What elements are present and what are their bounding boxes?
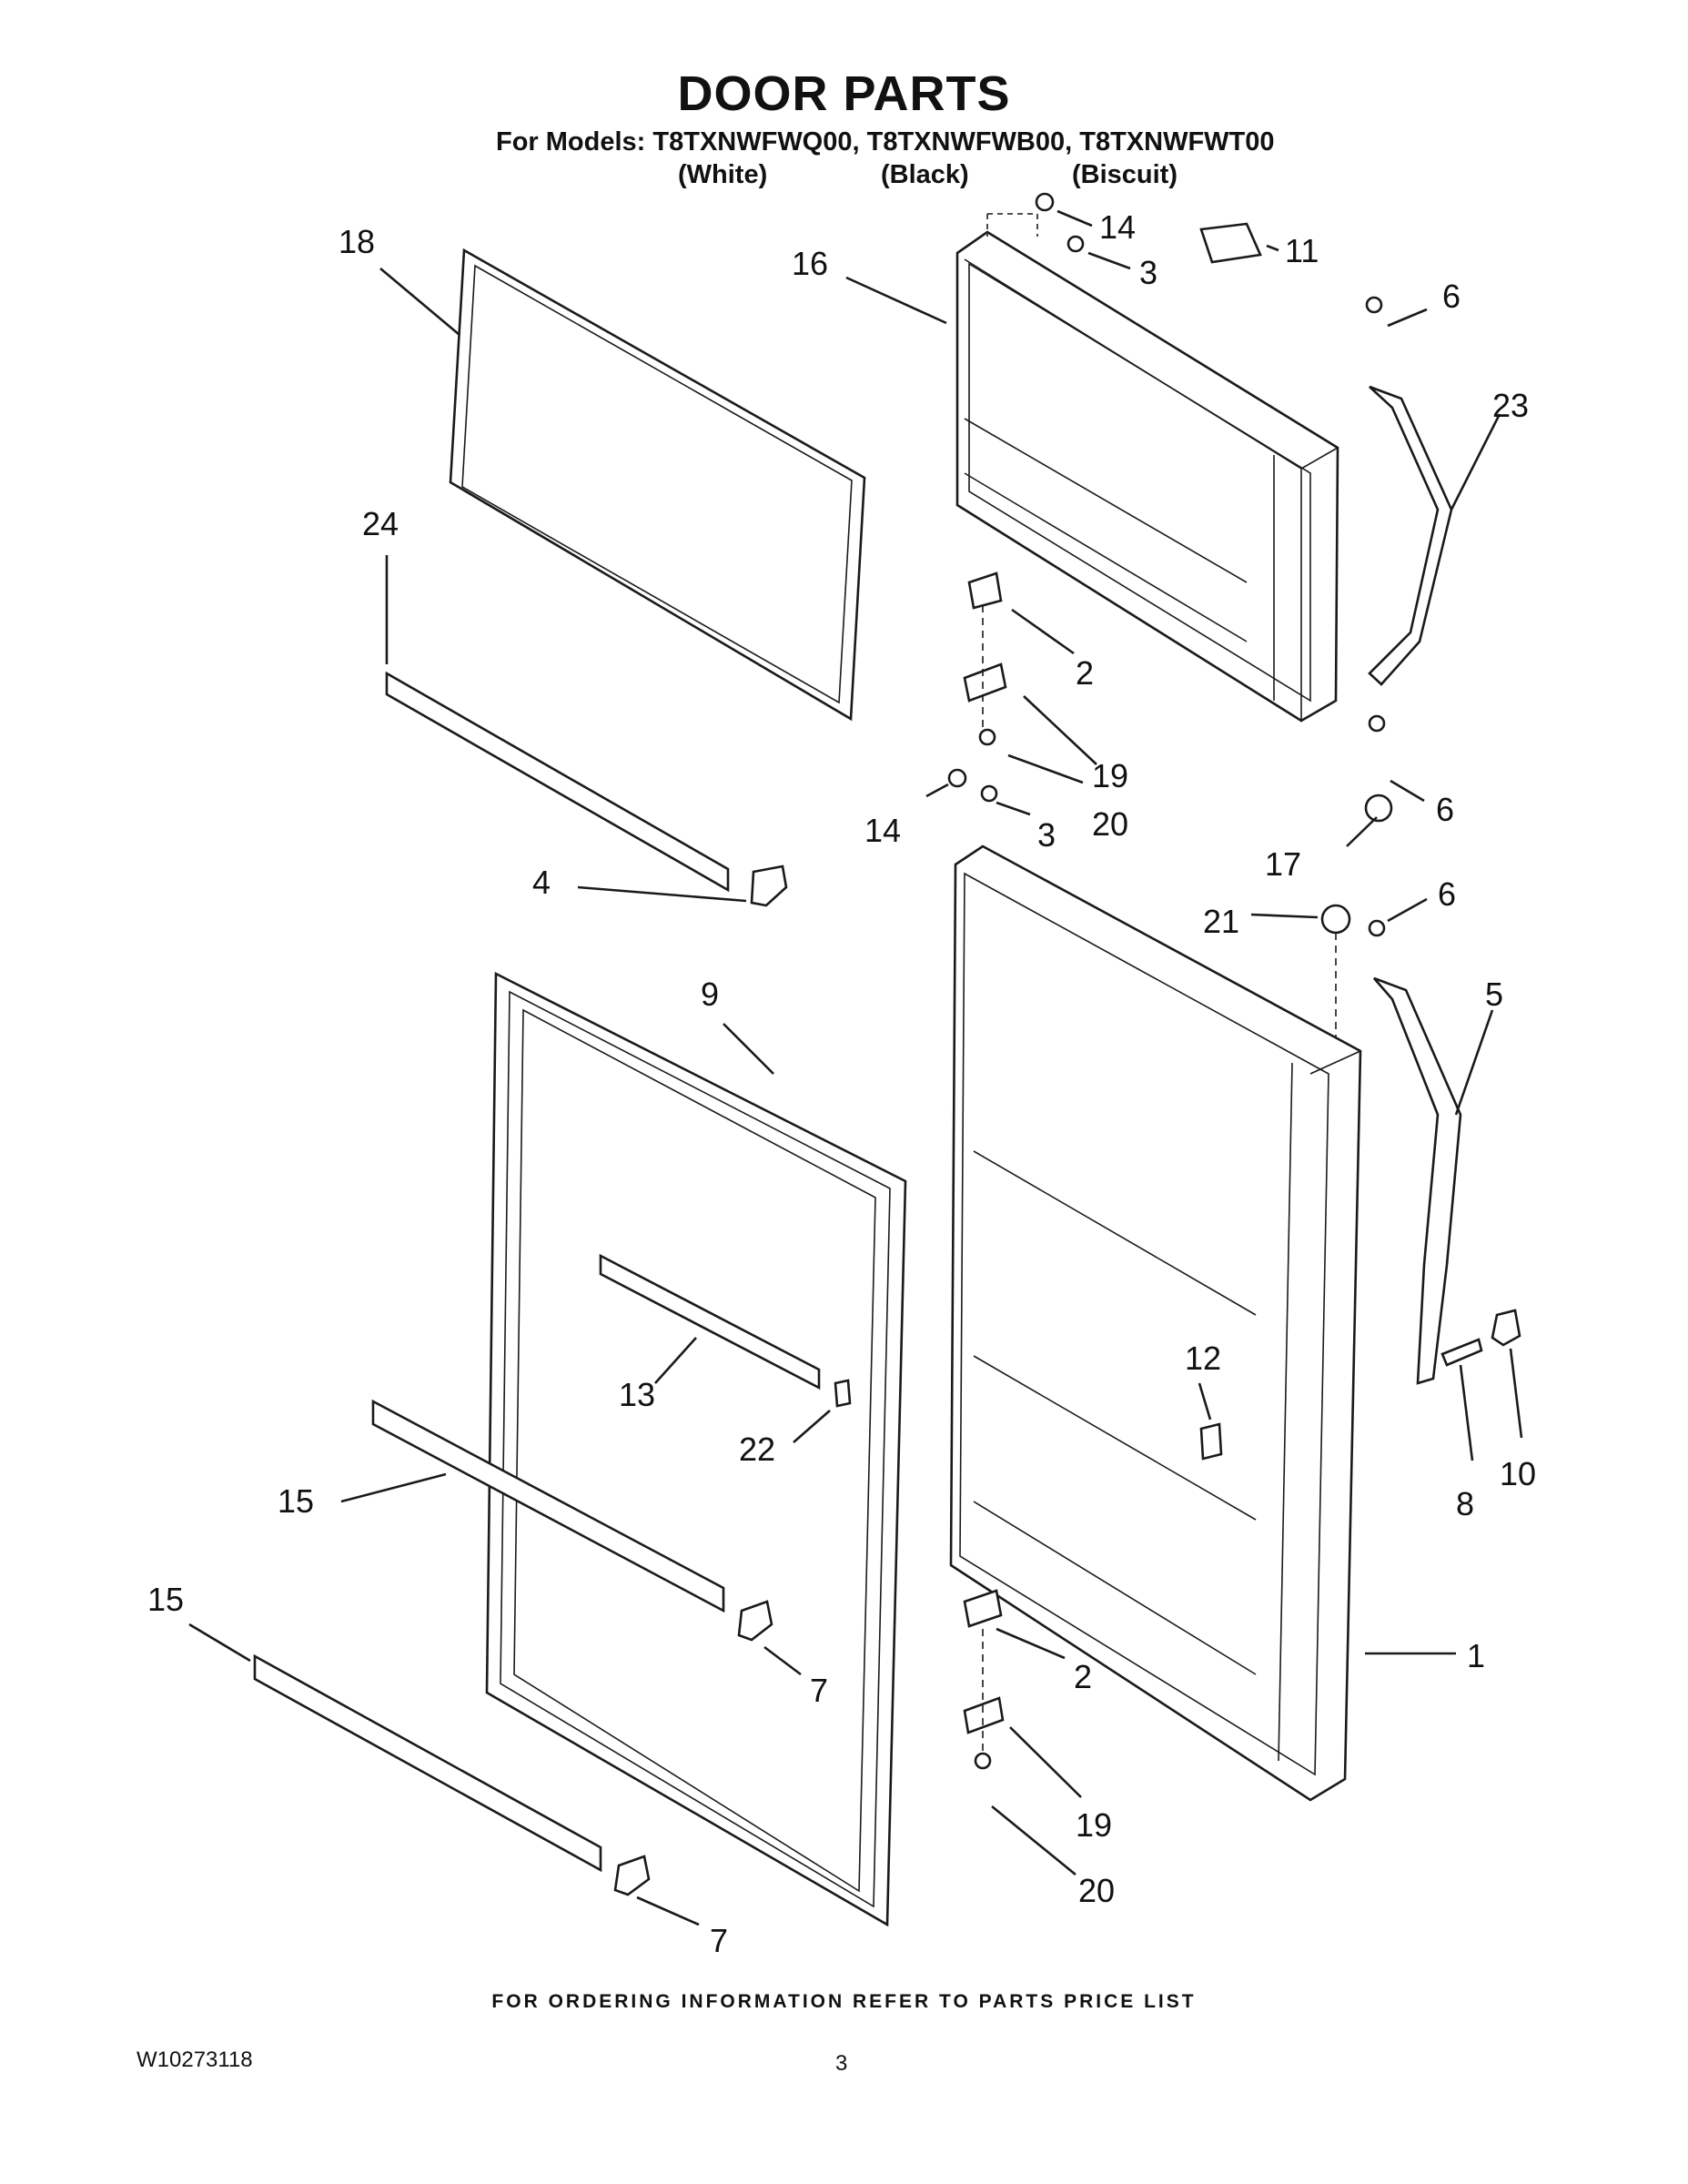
callout-labels: 18 24 4 9 13 22 15 15 7 7 16 14 3 11 6 2… <box>147 208 1536 1959</box>
callout-3-mid: 3 <box>1037 816 1056 854</box>
freezer-handle <box>1368 385 1453 686</box>
screw-and-cap <box>1440 1309 1521 1367</box>
callout-14-mid: 14 <box>864 812 901 849</box>
end-cap-top <box>750 864 788 907</box>
end-cap-7-lower <box>613 1855 651 1896</box>
clip-22 <box>834 1379 852 1408</box>
callout-21: 21 <box>1203 903 1239 940</box>
callout-1: 1 <box>1467 1637 1485 1674</box>
callout-3-top: 3 <box>1139 254 1157 291</box>
callout-15-lower: 15 <box>147 1581 184 1618</box>
callout-12: 12 <box>1185 1340 1221 1377</box>
callout-2-low: 2 <box>1074 1658 1092 1695</box>
callout-14-top: 14 <box>1099 208 1136 246</box>
callout-17: 17 <box>1265 845 1301 883</box>
callout-2-top: 2 <box>1076 654 1094 692</box>
ordering-note: FOR ORDERING INFORMATION REFER TO PARTS … <box>491 1991 1197 2012</box>
color-black: (Black) <box>881 160 969 189</box>
freezer-door <box>955 230 1339 723</box>
callout-10: 10 <box>1500 1455 1536 1492</box>
color-biscuit: (Biscuit) <box>1072 160 1178 189</box>
callout-24: 24 <box>362 505 399 542</box>
document-number: W10273118 <box>136 2048 253 2072</box>
callout-15-upper: 15 <box>278 1482 314 1520</box>
door-strip-15-upper <box>371 1399 725 1613</box>
fresh-food-door <box>949 844 1362 1802</box>
callout-4: 4 <box>532 864 551 901</box>
freezer-gasket <box>449 248 866 722</box>
models-line: For Models: T8TXNWFWQ00, T8TXNWFWB00, T8… <box>496 127 1275 157</box>
end-cap-7-upper <box>737 1600 773 1642</box>
callout-23: 23 <box>1492 387 1529 424</box>
callout-18: 18 <box>339 223 375 260</box>
callout-20-top: 20 <box>1092 805 1128 843</box>
freezer-door-strip <box>385 671 730 893</box>
callout-19-top: 19 <box>1092 757 1128 794</box>
label-11 <box>1199 222 1262 264</box>
leader-lines <box>188 209 1523 1926</box>
callout-6-low: 6 <box>1438 875 1456 913</box>
callout-20-low: 20 <box>1078 1872 1115 1909</box>
callout-19-low: 19 <box>1076 1806 1112 1844</box>
fresh-food-handle <box>1373 976 1462 1385</box>
callout-9: 9 <box>701 976 719 1013</box>
callout-5: 5 <box>1485 976 1503 1013</box>
callout-7-lower: 7 <box>710 1922 728 1959</box>
page-number: 3 <box>835 2051 848 2076</box>
color-white: (White) <box>678 160 768 189</box>
callout-7-upper: 7 <box>810 1672 828 1709</box>
small-hardware <box>947 192 1393 1770</box>
callout-13: 13 <box>619 1376 655 1413</box>
door-strip-13 <box>599 1253 821 1390</box>
page-title: DOOR PARTS <box>677 66 1011 121</box>
callout-11: 11 <box>1285 232 1319 269</box>
door-strip-15-lower <box>253 1653 602 1873</box>
callout-22: 22 <box>739 1431 775 1468</box>
callout-16: 16 <box>792 245 828 282</box>
fresh-food-gasket <box>485 971 907 1927</box>
callout-6-top: 6 <box>1442 278 1461 315</box>
callout-6-mid: 6 <box>1436 791 1454 828</box>
callout-8: 8 <box>1456 1485 1474 1522</box>
